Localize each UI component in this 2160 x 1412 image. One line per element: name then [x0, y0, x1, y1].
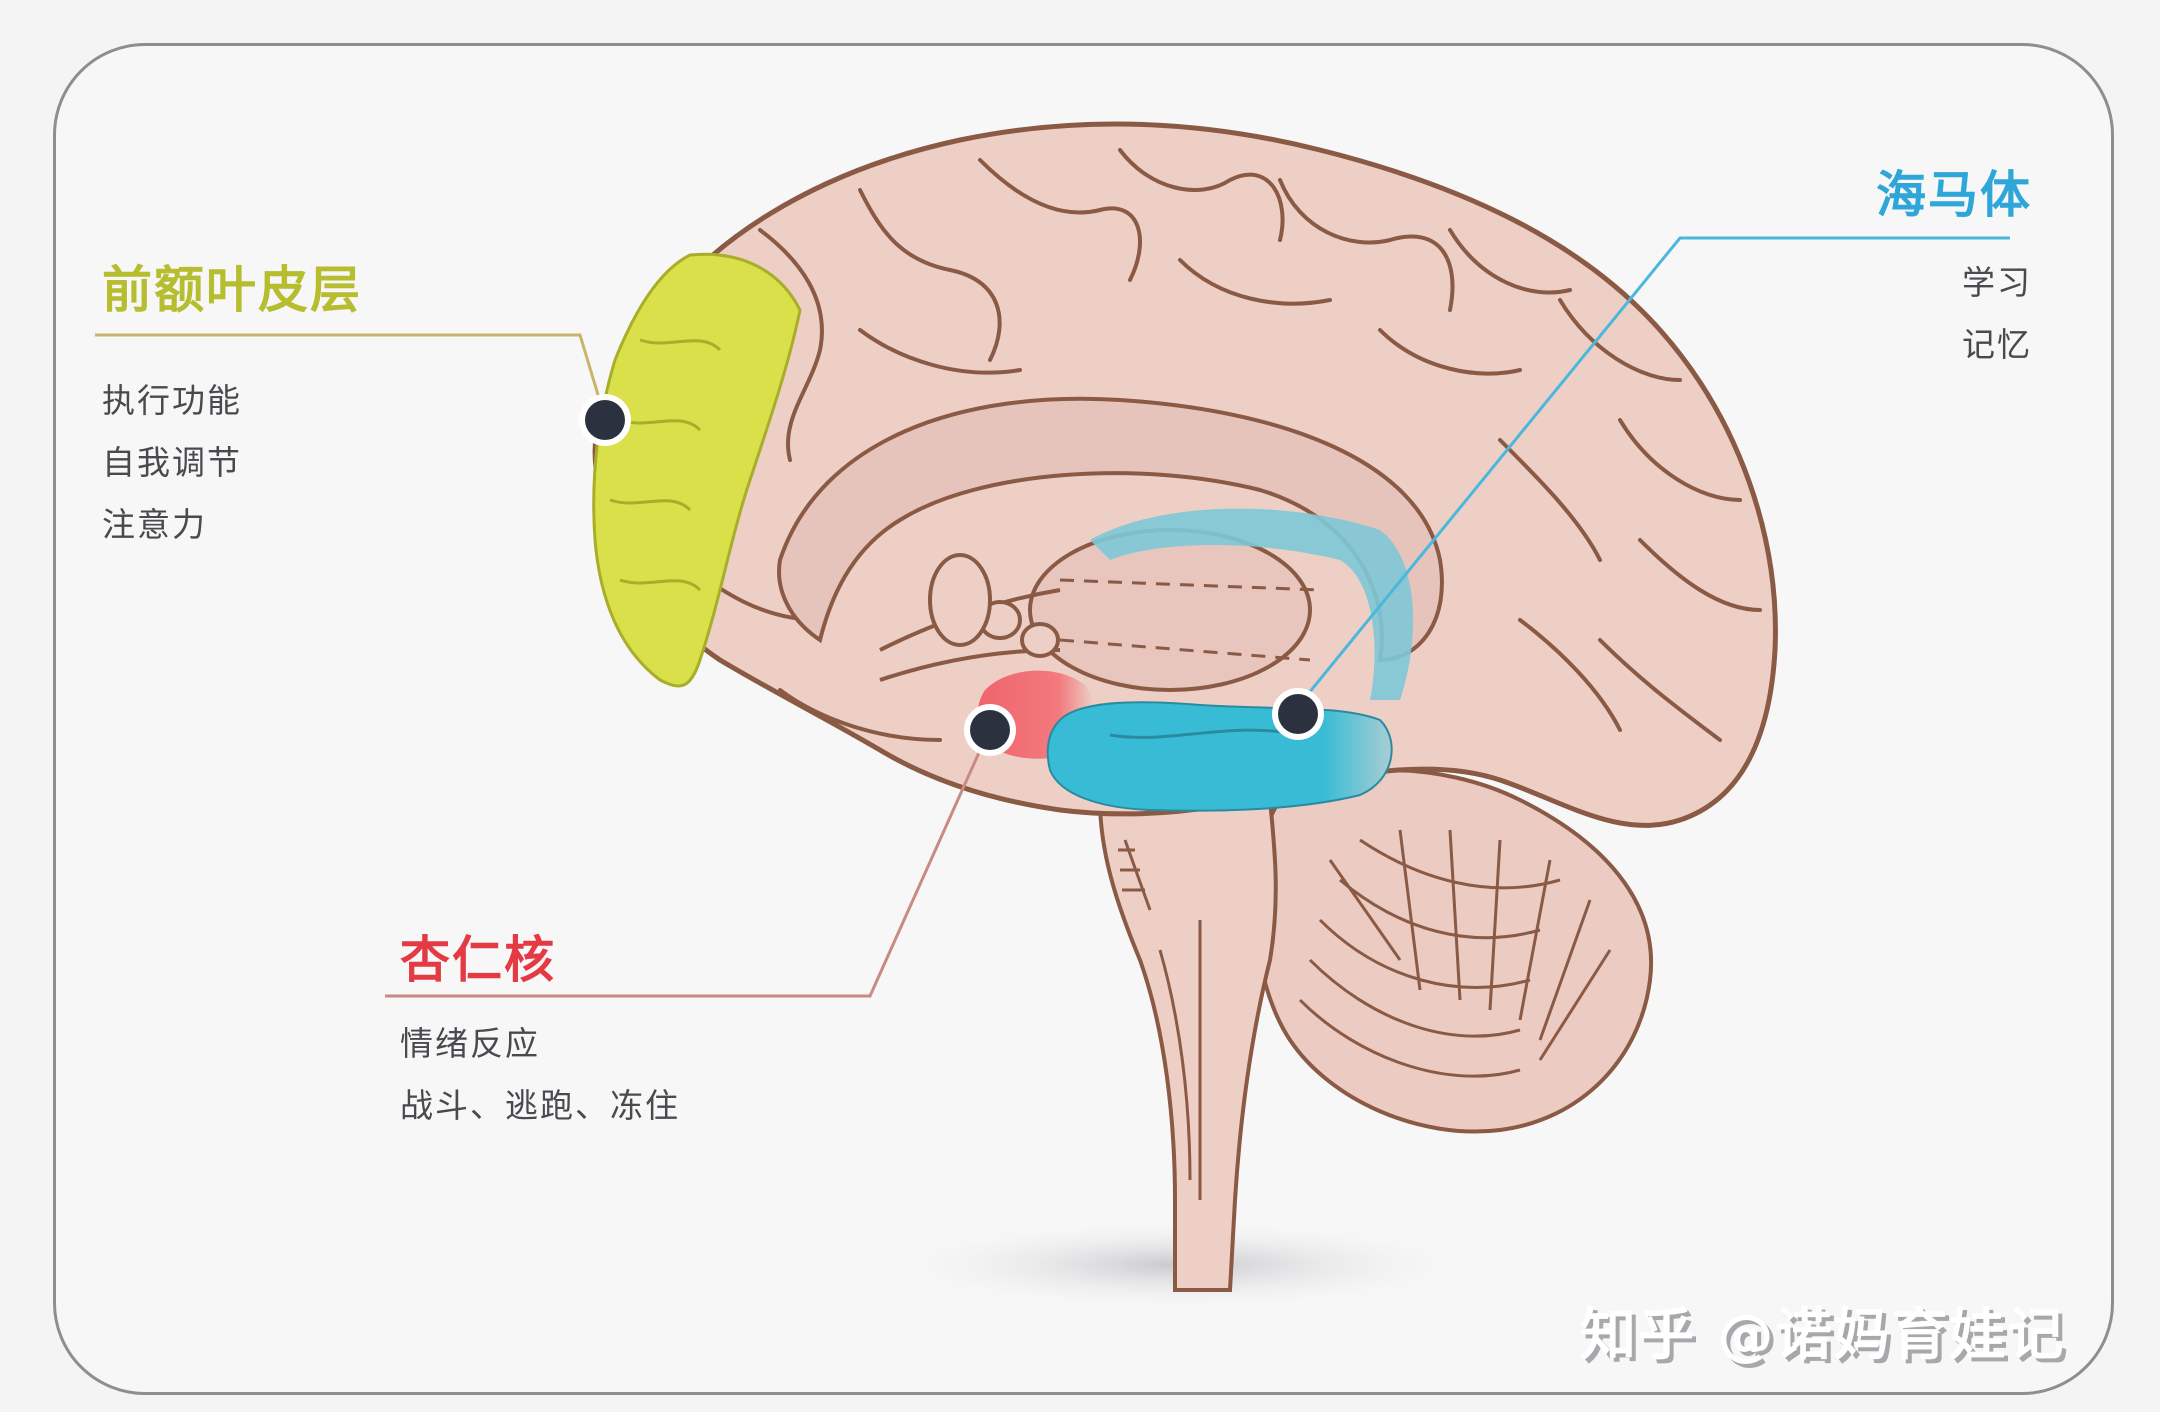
hippocampus-marker: [1272, 688, 1324, 740]
amygdala-leader-line: [385, 727, 992, 998]
cerebellum: [1252, 768, 1654, 1134]
amygdala-title: 杏仁核: [400, 931, 556, 989]
cerebrum: [592, 121, 1778, 828]
amygdala-functions: 情绪反应 战斗、逃跑、冻住: [400, 1013, 680, 1137]
function-item: 学习: [1962, 263, 2032, 302]
hippocampus-leader-line: [1293, 236, 2010, 711]
function-item: 记忆: [1962, 325, 2032, 364]
amygdala-marker: [964, 704, 1016, 756]
hippocampus-region: [1046, 701, 1393, 812]
function-item: 执行功能: [102, 381, 242, 420]
prefrontal-title: 前额叶皮层: [102, 261, 362, 319]
hippocampus-arc: [1090, 508, 1414, 700]
prefrontal-region: [592, 252, 802, 688]
thalamus: [1028, 528, 1312, 692]
brainstem: [1097, 798, 1278, 1292]
watermark: 知乎 @诺妈育娃记: [1580, 1303, 2066, 1368]
function-item: 注意力: [102, 505, 207, 544]
prefrontal-functions: 执行功能 自我调节 注意力: [102, 370, 242, 556]
function-item: 情绪反应: [400, 1024, 540, 1063]
hippocampus-title: 海马体: [1876, 166, 2032, 224]
function-item: 战斗、逃跑、冻住: [400, 1086, 680, 1125]
prefrontal-marker: [579, 394, 631, 446]
function-item: 自我调节: [102, 443, 242, 482]
hippocampus-functions: 学习 记忆: [1962, 252, 2032, 376]
prefrontal-leader-line: [95, 333, 607, 419]
